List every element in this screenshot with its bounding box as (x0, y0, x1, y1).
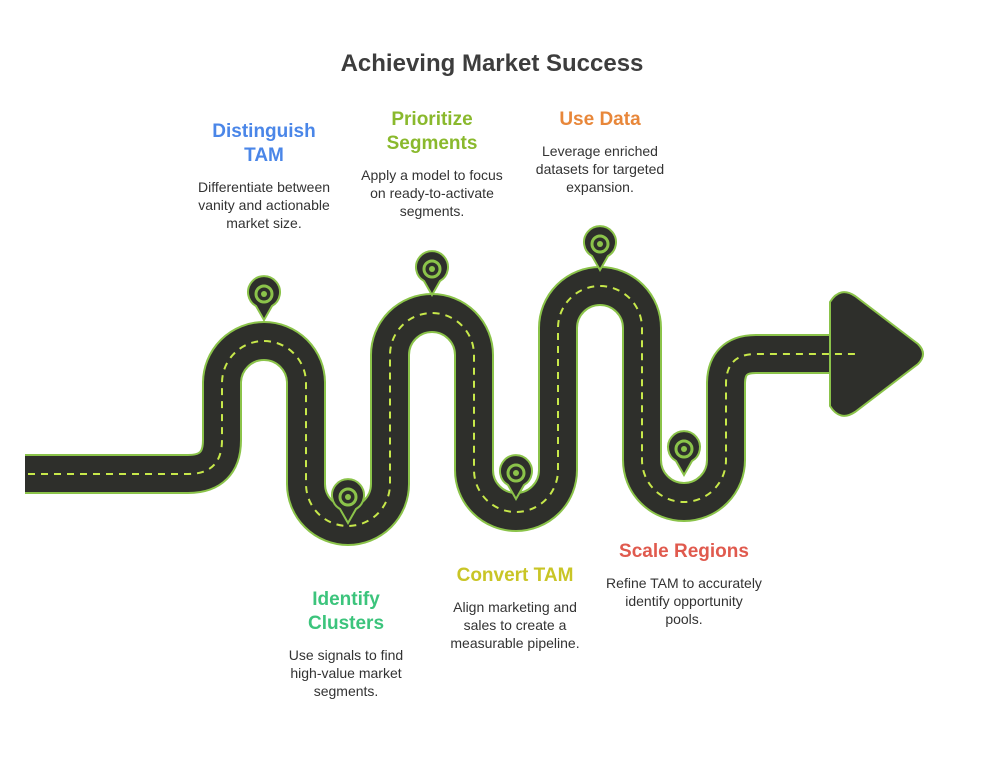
step-title: Convert TAM (456, 565, 574, 586)
map-pin-icon (667, 430, 701, 478)
step-title: Scale Regions (619, 541, 749, 562)
step-prioritize-segments: Prioritize Segments Apply a model to foc… (352, 108, 512, 220)
road-surface (25, 268, 845, 544)
step-description: Differentiate between vanity and actiona… (197, 179, 331, 231)
road-arrowhead (829, 291, 924, 417)
step-description: Refine TAM to accurately identify opport… (606, 575, 762, 627)
map-pin-icon (583, 225, 617, 273)
map-pin-icon (499, 454, 533, 502)
step-use-data: Use Data Leverage enriched datasets for … (522, 108, 678, 196)
step-identify-clusters: Identify Clusters Use signals to find hi… (276, 588, 416, 700)
step-description: Use signals to find high-value market se… (288, 647, 404, 699)
step-title: Distinguish TAM (212, 121, 316, 166)
diagram-title: Achieving Market Success (340, 50, 644, 77)
step-scale-regions: Scale Regions Refine TAM to accurately i… (606, 540, 762, 628)
step-description: Apply a model to focus on ready-to-activ… (361, 167, 503, 219)
step-distinguish-tam: Distinguish TAM Differentiate between va… (190, 120, 338, 232)
step-description: Leverage enriched datasets for targeted … (535, 143, 665, 195)
milestone-pins (247, 225, 701, 526)
map-pin-icon (415, 250, 449, 298)
step-title: Identify Clusters (307, 589, 385, 634)
step-title: Use Data (559, 109, 641, 130)
map-pin-icon (331, 478, 365, 526)
step-description: Align marketing and sales to create a me… (450, 599, 580, 651)
step-convert-tam: Convert TAM Align marketing and sales to… (440, 564, 590, 652)
winding-road (25, 266, 924, 546)
step-title: Prioritize Segments (386, 109, 478, 154)
lane-marking (28, 285, 855, 527)
map-pin-icon (247, 275, 281, 323)
